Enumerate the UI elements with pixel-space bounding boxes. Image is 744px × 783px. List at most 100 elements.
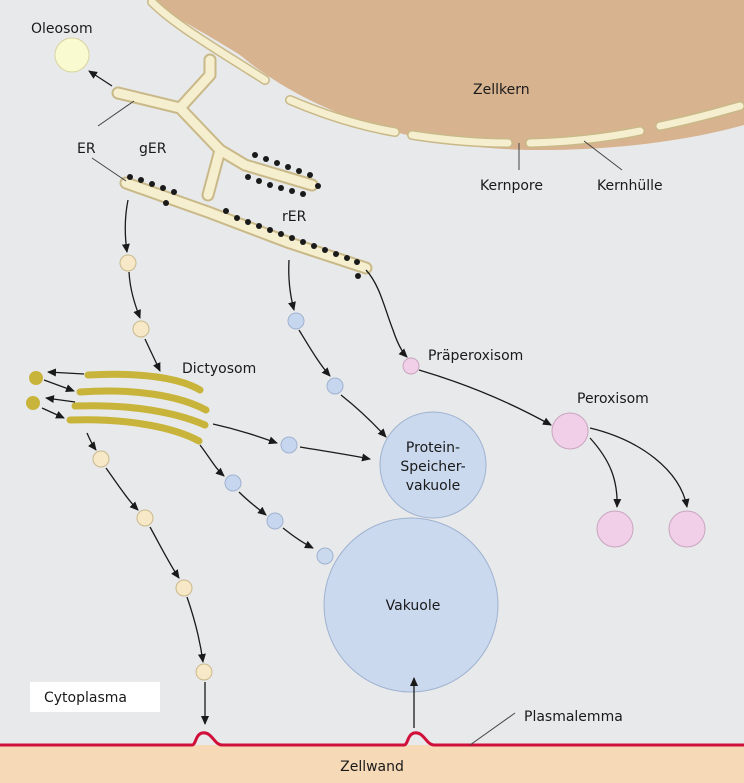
vacuole-body — [323, 517, 499, 693]
arrow — [144, 338, 161, 372]
golgi-cisterna — [84, 370, 204, 394]
ribosome — [267, 182, 273, 188]
nuclear-envelope-segment — [656, 102, 744, 130]
ribosome — [267, 227, 273, 233]
ribosome — [311, 243, 317, 249]
label-peroxisom: Peroxisom — [577, 391, 649, 407]
ribosome — [127, 174, 133, 180]
plasmalemma — [0, 731, 744, 747]
transport-arrows — [41, 70, 690, 728]
nuclear-envelope-segment — [526, 127, 644, 147]
ribosome — [296, 168, 302, 174]
arrow — [365, 269, 408, 358]
arrow — [340, 394, 387, 438]
transport-vesicle — [136, 509, 154, 527]
ribosome — [245, 219, 251, 225]
arrow — [199, 444, 225, 477]
transport-vesicle — [280, 436, 298, 454]
transport-vesicle — [175, 579, 193, 597]
label-dictyosom: Dictyosom — [182, 361, 256, 377]
nuclear-envelope-segment — [286, 96, 399, 136]
ribosome — [300, 239, 306, 245]
nuclear-envelope-segment — [408, 131, 512, 147]
dictyosome — [66, 370, 210, 445]
peroxisome-group — [402, 357, 706, 548]
leader-lines — [91, 100, 623, 746]
ribosome — [163, 200, 169, 206]
er-lumen — [113, 55, 371, 273]
ribosome — [315, 183, 321, 189]
arrow — [47, 368, 85, 377]
endoplasmic-reticulum — [111, 53, 373, 275]
transport-vesicle — [287, 312, 305, 330]
golgi-vesicle — [29, 371, 43, 385]
nuclear-envelope — [147, 0, 744, 148]
label-protein-line3: vakuole — [406, 478, 460, 494]
label-er: ER — [77, 141, 96, 157]
transport-vesicle — [326, 377, 344, 395]
ribosome — [256, 178, 262, 184]
golgi-cisterna — [66, 416, 203, 445]
ribosome — [322, 247, 328, 253]
oleosome — [54, 37, 90, 73]
vesicles-yellow — [92, 254, 213, 681]
transport-vesicle — [224, 474, 242, 492]
arrow — [282, 527, 314, 549]
ribosome — [285, 164, 291, 170]
arrow — [88, 70, 113, 87]
transport-vesicle — [195, 663, 213, 681]
ribosomes — [127, 152, 361, 279]
ribosome — [252, 152, 258, 158]
ribosome — [333, 251, 339, 257]
arrow — [212, 423, 278, 445]
ribosome — [289, 235, 295, 241]
arrow — [43, 379, 75, 393]
golgi-cisterna — [76, 387, 210, 414]
arrow — [589, 427, 690, 508]
leader-line — [469, 712, 516, 746]
ribosome — [355, 273, 361, 279]
arrow — [418, 369, 552, 426]
ribosome — [263, 156, 269, 162]
label-ger: gER — [139, 141, 167, 157]
peroxisome — [551, 412, 589, 450]
ribosome — [223, 208, 229, 214]
leader-line — [97, 100, 135, 127]
arrow — [299, 446, 371, 462]
ribosome — [289, 188, 295, 194]
arrow — [589, 437, 622, 508]
ribosome — [245, 174, 251, 180]
ribosome — [307, 172, 313, 178]
arrow — [86, 432, 97, 451]
label-vakuole: Vakuole — [386, 598, 441, 614]
leader-line — [91, 157, 127, 182]
vacuole — [316, 517, 499, 693]
label-praeperoxisom: Präperoxisom — [428, 348, 523, 364]
ribosome — [278, 185, 284, 191]
ribosome — [274, 160, 280, 166]
ribosome — [160, 185, 166, 191]
ribosome — [234, 215, 240, 221]
arrow — [298, 329, 331, 377]
ribosome — [256, 223, 262, 229]
peroxisome-daughter — [668, 510, 706, 548]
transport-vesicle — [266, 512, 284, 530]
arrow — [128, 271, 141, 319]
label-zellwand: Zellwand — [340, 759, 404, 775]
ribosome — [138, 177, 144, 183]
arrow — [288, 259, 296, 311]
arrow — [41, 407, 65, 419]
fusing-vesicle — [316, 547, 334, 565]
label-kernhuelle: Kernhülle — [597, 178, 663, 194]
label-kernpore: Kernpore — [480, 178, 543, 194]
transport-vesicle — [119, 254, 137, 272]
label-protein-line2: Speicher- — [400, 459, 465, 475]
transport-vesicle — [92, 450, 110, 468]
ribosome — [354, 259, 360, 265]
praeperoxisome — [402, 357, 420, 375]
ribosome — [344, 255, 350, 261]
arrow — [105, 467, 139, 511]
cytoplasm-label-box — [30, 682, 160, 712]
